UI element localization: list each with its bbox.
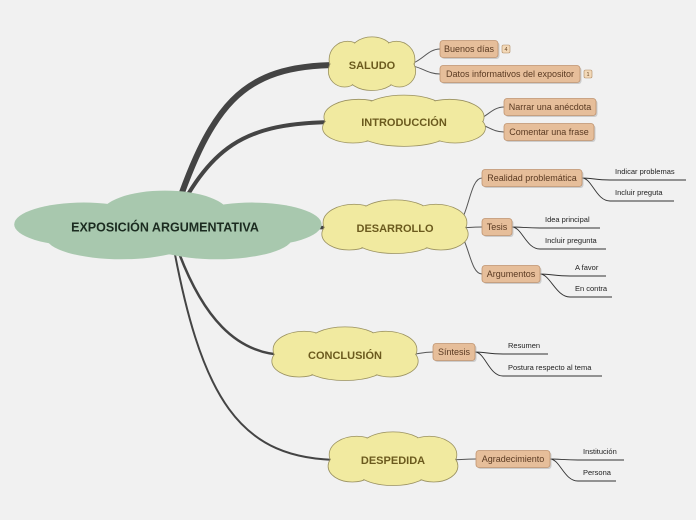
topic-label-tesis: Tesis [487,222,508,232]
leaf-postura-respecto-al-tema: Postura respecto al tema [508,363,592,372]
leaf-a-favor: A favor [575,263,599,272]
leaf-indicar-problemas: Indicar problemas [615,167,675,176]
topic-comentar-una-frase[interactable]: Comentar una frase [503,123,596,143]
branch-line-conclusion [168,225,289,357]
branch-label-saludo: SALUDO [349,60,396,72]
topic-sintesis[interactable]: Síntesis [432,343,477,363]
badge-count: 1 [586,72,589,78]
leaf-line [539,273,606,277]
topic-realidad-problematica[interactable]: Realidad problemática [481,169,584,189]
topic-label-buenos-dias: Buenos días [444,44,495,54]
leaf-line [474,351,548,355]
topic-narrar-una-anecdota[interactable]: Narrar una anécdota [503,98,598,118]
leaf-idea-principal: Idea principal [545,215,590,224]
branch-label-introduccion: INTRODUCCIÓN [361,116,447,129]
leaf-line [474,351,602,377]
leaf-incluir-preguta: Incluir preguta [615,188,663,197]
leaf-line [549,458,624,461]
topic-box [503,98,597,116]
topic-label-datos-informativos-del-expositor: Datos informativos del expositor [446,69,574,79]
topic-box [503,123,595,141]
leaf-line [539,273,612,298]
topic-box [481,169,583,187]
branch-label-desarrollo: DESARROLLO [357,223,434,235]
branch-line-despedida [169,226,343,461]
topic-agradecimiento[interactable]: Agradecimiento [475,450,552,470]
topic-box [475,450,551,468]
topic-box [432,343,476,361]
topic-argumentos[interactable]: Argumentos [481,265,542,285]
topic-label-realidad-problematica: Realidad problemática [487,173,577,183]
badge-count: 4 [504,47,507,53]
leaf-line [581,177,686,181]
leaf-en-contra: En contra [575,284,608,293]
topic-box [439,65,581,83]
topic-label-narrar-una-anecdota: Narrar una anécdota [509,102,592,112]
leaf-resumen: Resumen [508,341,540,350]
leaf-line [511,226,600,229]
nodes: EXPOSICIÓN ARGUMENTATIVA SALUDO Buenos día… [14,36,675,486]
leaf-institucion: Institución [583,447,617,456]
branch-label-conclusion: CONCLUSIÓN [308,349,382,362]
branch-line-saludo [167,62,342,230]
topic-label-comentar-una-frase: Comentar una frase [509,127,589,137]
branch-node-desarrollo[interactable]: DESARROLLO [321,199,469,254]
root-label: EXPOSICIÓN ARGUMENTATIVA [71,219,259,234]
topic-box [439,40,499,58]
branch-node-conclusion[interactable]: CONCLUSIÓN [271,326,419,381]
branch-node-saludo[interactable]: SALUDO [327,36,417,91]
root-node[interactable]: EXPOSICIÓN ARGUMENTATIVA [14,190,322,260]
branch-node-despedida[interactable]: DESPEDIDA [327,431,459,486]
leaf-incluir-pregunta: Incluir pregunta [545,236,598,245]
leaf-line [581,177,674,202]
topic-label-sintesis: Síntesis [438,347,471,357]
branch-node-introduccion[interactable]: INTRODUCCIÓN [322,94,486,147]
topic-label-argumentos: Argumentos [487,269,536,279]
topic-buenos-dias[interactable]: Buenos días 4 [439,40,511,60]
topic-datos-informativos-del-expositor[interactable]: Datos informativos del expositor 1 [439,65,593,85]
leaf-line [511,226,606,250]
topic-box [481,218,513,236]
topic-box [481,265,541,283]
leaf-line [549,458,616,482]
badge-icon[interactable] [583,69,593,79]
badge-icon[interactable] [501,44,511,54]
topic-tesis[interactable]: Tesis [481,218,514,238]
leaf-persona: Persona [583,468,612,477]
branch-label-despedida: DESPEDIDA [361,455,425,467]
topic-label-agradecimiento: Agradecimiento [482,454,545,464]
